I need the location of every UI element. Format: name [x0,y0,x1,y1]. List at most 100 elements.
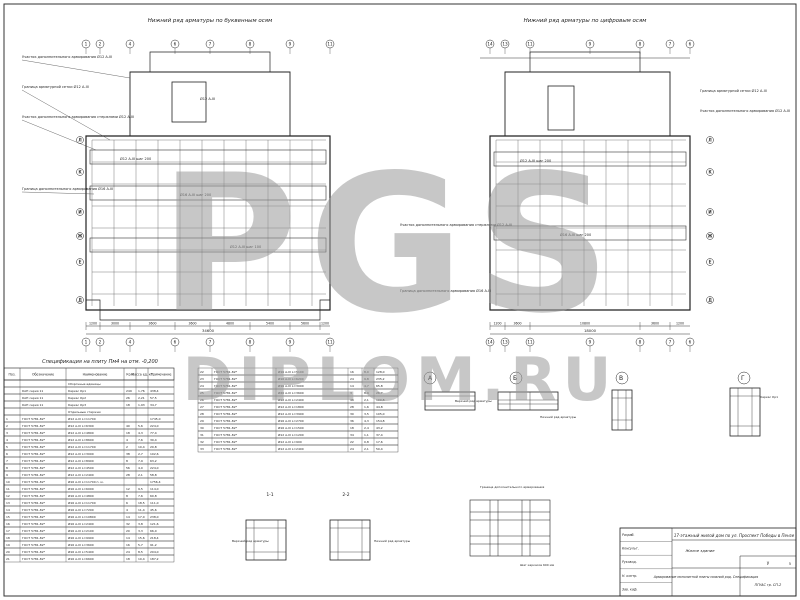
spec-cell: Ø16 А-III L=11700 [68,500,96,505]
spec-cell: 20 [6,550,10,554]
spec-cell: ГОСТ 5781-82* [214,377,238,381]
axis-bubble [485,337,495,347]
spec-cell: 204,0 [150,550,159,554]
spec-cell: 1 [6,417,8,421]
spec-cell: 26,7 [376,391,383,395]
detail-intersection-note: Шаг каркасов 600 мм [520,563,554,567]
spec-cell: Ø12 А-III L=900 [278,439,302,444]
spec-cell: 34,7 [150,403,157,407]
axis-bubble [76,258,84,266]
spec-cell: 28 [200,412,204,416]
spec-cell: Ø16 А-III L=5400 [68,549,94,554]
spec-cell: 21 [6,557,10,561]
spec-cell: 8,9 [364,391,369,395]
spec-cell: 249 [126,389,132,393]
spec-cell: 91,2 [150,543,157,547]
plan-right-note: Граница арматурной сетки Ø12 А-III [700,88,767,93]
spec-cell: 4,0 [138,466,143,470]
spec-cell: ГОСТ 5781-82* [214,426,238,430]
axis-bubble [125,39,135,49]
axis-label: Е [79,259,82,264]
spec-cell: 2 [6,424,8,428]
spec-cell: Ø12 А-III L=2400 [278,397,304,402]
spec-cell: 6 [6,452,8,456]
spec-cell: 17,6 [376,440,383,444]
title-block-row-label: Руковод. [622,560,637,564]
spec-cell: 32 [200,440,204,444]
axis-bubble [525,337,535,347]
spec-cell: Ø16 А-III L=3600 [68,542,94,547]
spec-cell: Ø12 А-III L=8900 [68,458,94,463]
spec-cell: 50,4 [376,447,383,451]
title-block-stage: У [767,561,770,566]
spec-cell: Ø12 А-III L=4500 [68,465,94,470]
axis-label: 1 [85,340,88,345]
spec-cell: ГОСТ 5781-82* [22,480,46,484]
axis-label: Л [708,137,711,142]
axis-label: 7 [669,42,672,47]
spec-cell: 5,6 [138,424,143,428]
spec-cell: Ø16 А-III L=5100 [278,369,304,374]
spec-cell: 11,4 [138,508,145,512]
axis-bubble [170,39,180,49]
dim-label: 3600 [148,322,156,326]
spec-cell: 2,4 [364,426,369,430]
axis-label: 9 [589,42,592,47]
detail-intersection-frame [469,499,551,557]
detail-node-bubble [615,371,629,385]
plan-left-total-dim: 34600 [202,328,215,333]
spec-header-cell: Поз. [8,373,15,377]
dim-label: 1200 [676,322,684,326]
section-2-2-note: Нижний ряд арматуры [374,539,411,543]
dim-label: 5400 [266,322,274,326]
plan-left-rebar-label: Ø12 А-III шаг 100 [230,244,261,249]
axis-bubble [325,337,335,347]
axis-label: 14 [487,42,493,47]
spec-cell: 114,0 [150,487,159,491]
axis-label: 8 [639,340,642,345]
dim-label: 3000 [111,322,119,326]
spec-cell: 30 [200,426,204,430]
spec-cell: ГОСТ 5781-82* [22,515,46,519]
spec-cell: ГОСТ 5781-82* [22,508,46,512]
spec-cell: 14 [350,384,354,388]
plan-left-note: Участок дополнительного армирования стер… [22,114,134,119]
spec-cell: Ø16 А-III L=6600 [68,556,94,561]
spec-cell: Ø16 А-III L=2400 [68,521,94,526]
spec-cell: 121,6 [150,522,159,526]
watermark-url: DIPLOM.RU [183,345,618,415]
plan-left-leader [21,59,131,79]
spec-cell: 6 [126,501,128,505]
axis-bubble [205,39,215,49]
spec-cell: 2,1 [364,447,369,451]
spec-cell: Сборочные единицы [68,382,101,386]
title-block-frame [619,527,797,597]
spec-cell: ГОСТ 5781-82* [214,447,238,451]
spec-cell: Отдельные стержни [68,410,101,414]
spec-cell: 20 [126,529,130,533]
plan-left-reinforcement-band [89,237,327,253]
spec-cell: ГОСТ 5781-82* [22,466,46,470]
plan-right-note: Участок дополнительного армирования стер… [400,222,512,227]
detail-node-label: Б [513,375,517,382]
spec-cell: ГОСТ 5781-82* [22,417,46,421]
spec-cell: 23 [200,377,204,381]
axis-label: Ж [78,233,83,238]
spec-cell: Ø16 А-III L=6000 [68,486,94,491]
axis-label: 9 [289,340,292,345]
spec-cell: ГОСТ 5781-82* [22,494,46,498]
spec-cell: 111,0 [150,501,159,505]
spec-cell: 12 [6,494,10,498]
spec-cell: 224,0 [150,424,159,428]
spec-header-cell: Обозначение [32,373,54,377]
axis-label: 14 [487,340,493,345]
spec-cell: 17 [6,529,10,533]
axis-label: Д [78,297,81,302]
plan-left-note: Участок дополнительного армирования Ø12 … [22,54,112,59]
detail-b-rebar [498,392,558,410]
spec-cell: 22 [200,370,204,374]
plan-right-total-dim: 18000 [584,328,597,333]
plan-left-rebar-label: Ø16 А-III шаг 200 [180,192,211,197]
title-block-row-label: Зав. каф. [622,587,638,591]
